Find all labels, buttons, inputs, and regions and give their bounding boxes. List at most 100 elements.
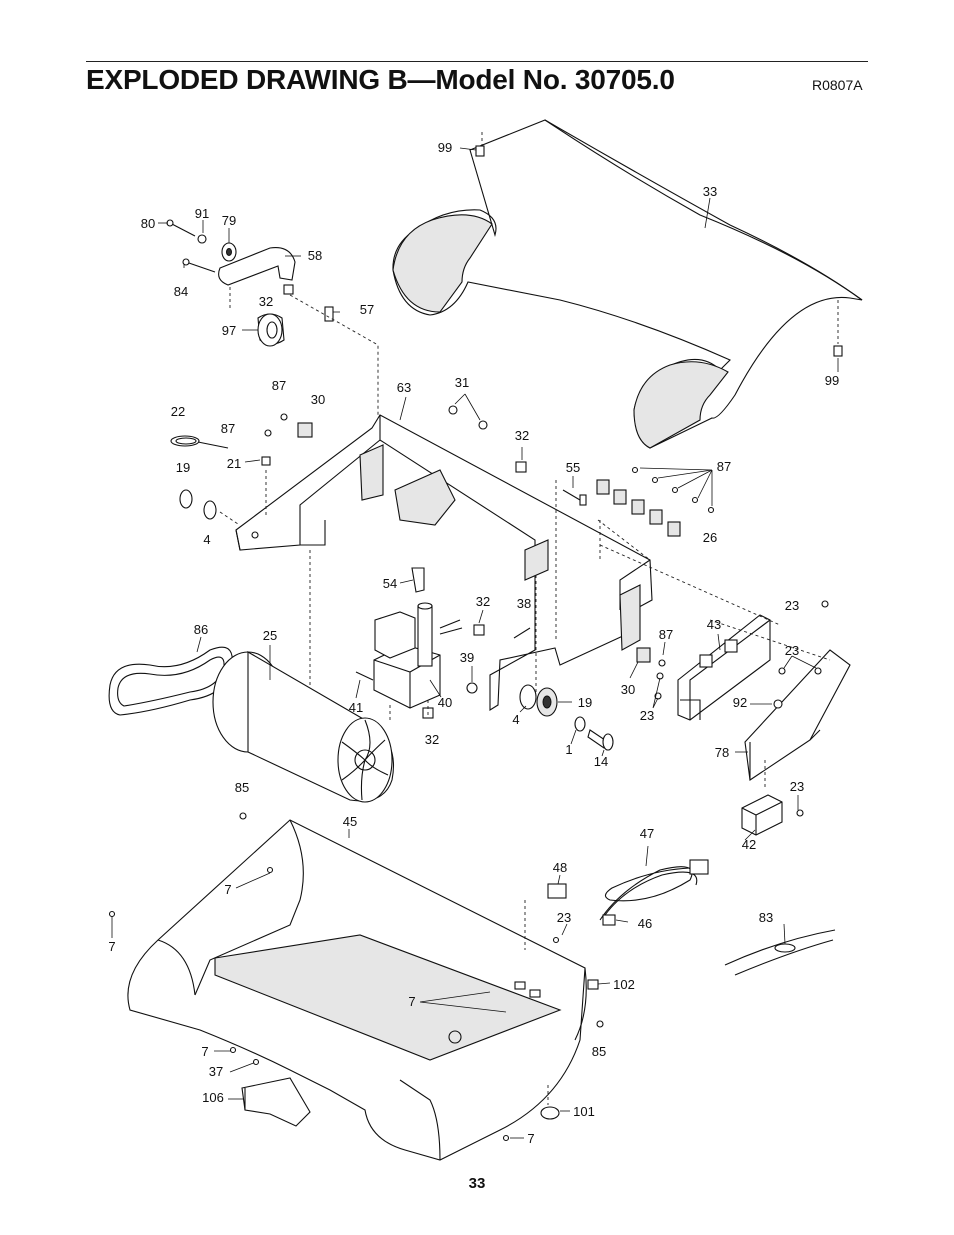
callout-30: 30 [311, 392, 325, 407]
callout-32: 32 [425, 732, 439, 747]
callout-7: 7 [527, 1131, 534, 1146]
callout-92: 92 [733, 695, 747, 710]
callout-38: 38 [517, 596, 531, 611]
callout-23: 23 [785, 643, 799, 658]
base-part-45 [127, 819, 587, 1161]
washer-part-4 [519, 684, 537, 710]
callout-14: 14 [594, 754, 608, 769]
screw-part-87 [671, 486, 679, 494]
wire-harness-part-22 [170, 435, 229, 449]
foot-part-101 [540, 1106, 560, 1120]
callout-87: 87 [272, 378, 286, 393]
callout-54: 54 [383, 576, 397, 591]
pulley-hub [542, 695, 552, 709]
screw-part-85 [239, 812, 247, 820]
screw-part-87 [658, 659, 666, 667]
callout-22: 22 [171, 404, 185, 419]
clip-part-99 [833, 345, 843, 357]
controller-part-43 [677, 614, 771, 721]
callout-58: 58 [308, 248, 322, 263]
frame-part-63 [235, 414, 653, 711]
callout-102: 102 [613, 977, 635, 992]
callout-84: 84 [174, 284, 188, 299]
callout-23: 23 [640, 708, 654, 723]
switch-part-48 [547, 883, 567, 899]
callout-31: 31 [455, 375, 469, 390]
callout-23: 23 [790, 779, 804, 794]
nut-part-92 [773, 699, 783, 709]
page-number: 33 [468, 1175, 486, 1192]
screw-part-7 [229, 1046, 237, 1054]
screw-part-87 [631, 466, 639, 474]
callout-7: 7 [408, 994, 415, 1009]
callout-86: 86 [194, 622, 208, 637]
callout-7: 7 [224, 882, 231, 897]
callout-26: 26 [703, 530, 717, 545]
screw-part-23 [778, 667, 786, 675]
callout-57: 57 [360, 302, 374, 317]
drawing-code: R0807A [812, 77, 863, 93]
washer-part-4 [203, 500, 217, 520]
callout-46: 46 [638, 916, 652, 931]
callout-85: 85 [592, 1044, 606, 1059]
roller-bracket-assembly [166, 219, 334, 347]
callout-32: 32 [476, 594, 490, 609]
callout-43: 43 [707, 617, 721, 632]
callout-101: 101 [573, 1104, 595, 1119]
screw-part-7 [108, 910, 116, 918]
screw-part-23 [821, 600, 829, 608]
bolt-part-31 [478, 420, 488, 430]
callout-23: 23 [557, 910, 571, 925]
transformer-part-42 [741, 794, 783, 836]
callout-40: 40 [438, 695, 452, 710]
callout-91: 91 [195, 206, 209, 221]
clip-part-99 [475, 145, 485, 157]
screw-part-7 [502, 1134, 510, 1142]
page-title: EXPLODED DRAWING B—Model No. 30705.0 [86, 64, 675, 95]
wire-part-83 [724, 929, 836, 976]
callout-41: 41 [349, 700, 363, 715]
callout-42: 42 [742, 837, 756, 852]
connector-part-46 [602, 914, 616, 926]
motor-part-40 [373, 567, 463, 709]
foot-part-106 [241, 1077, 311, 1127]
callout-25: 25 [263, 628, 277, 643]
washer-part-19 [179, 489, 193, 509]
screw-part-87 [691, 496, 699, 504]
axle-part-14 [587, 729, 614, 751]
bolt-part-55 [562, 489, 587, 506]
plate-part-78 [744, 649, 851, 781]
block-part-30 [636, 647, 651, 663]
callout-87: 87 [717, 459, 731, 474]
screw-part-87 [280, 413, 288, 421]
callout-32: 32 [259, 294, 273, 309]
callout-79: 79 [222, 213, 236, 228]
bushing-part-102 [587, 979, 599, 990]
callout-45: 45 [343, 814, 357, 829]
screw-part-85 [596, 1020, 604, 1028]
callout-47: 47 [640, 826, 654, 841]
callout-21: 21 [227, 456, 241, 471]
callout-33: 33 [703, 184, 717, 199]
hood-part-33 [392, 119, 863, 449]
screw-part-7 [266, 866, 274, 874]
callout-63: 63 [397, 380, 411, 395]
screw-part-23 [552, 936, 560, 944]
nut-part-39 [466, 682, 478, 694]
callout-30: 30 [621, 682, 635, 697]
screw-part-87 [707, 506, 715, 514]
screw-part-37 [252, 1058, 260, 1066]
callout-4: 4 [512, 712, 519, 727]
callout-48: 48 [553, 860, 567, 875]
callout-1: 1 [565, 742, 572, 757]
callout-37: 37 [209, 1064, 223, 1079]
blocks-part-26 [596, 479, 681, 537]
callout-23: 23 [785, 598, 799, 613]
callout-55: 55 [566, 460, 580, 475]
callout-80: 80 [141, 216, 155, 231]
bolt-part-31 [448, 405, 458, 415]
callout-83: 83 [759, 910, 773, 925]
header-rule [86, 61, 868, 62]
